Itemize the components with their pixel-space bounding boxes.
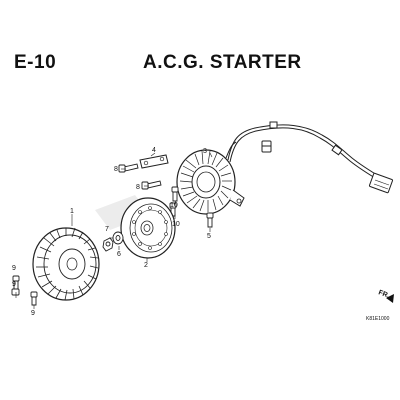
bolt-9-left — [11, 288, 20, 296]
bolt-8-upper — [118, 163, 139, 173]
flywheel-rotor — [120, 197, 176, 259]
bolt-9-upper — [12, 275, 20, 293]
callout-9-upper: 9 — [12, 265, 16, 272]
callout-6: 6 — [117, 251, 121, 258]
callout-7: 7 — [105, 226, 109, 233]
callout-10-upper: 10 — [170, 202, 178, 209]
callout-9-lower: 9 — [31, 310, 35, 317]
direction-arrow-icon — [386, 294, 394, 303]
bolt-5 — [206, 212, 214, 228]
front-direction-indicator: FR. — [377, 289, 394, 303]
callout-9-left: 9 — [12, 281, 16, 288]
washer-7 — [112, 231, 124, 245]
callout-3: 3 — [203, 148, 207, 155]
bolt-8-lower — [141, 180, 162, 190]
callout-8-upper: 8 — [114, 166, 118, 173]
callout-4: 4 — [152, 147, 156, 154]
bolt-10-upper — [171, 186, 179, 202]
bolt-9-lower — [30, 291, 38, 306]
direction-label: FR. — [377, 289, 390, 299]
nut-6 — [102, 237, 114, 252]
wire-harness — [225, 121, 394, 194]
diagram-code: K81E1000 — [366, 316, 390, 322]
callout-labels: 4 8 8 3 10 10 5 1 7 6 2 9 9 9 — [12, 147, 211, 317]
callout-10-lower: 10 — [172, 221, 180, 228]
cooling-fan — [32, 227, 100, 301]
callout-1: 1 — [70, 208, 74, 215]
callout-8-lower: 8 — [136, 184, 140, 191]
callout-5: 5 — [207, 233, 211, 240]
callout-2: 2 — [144, 262, 148, 269]
section-title: A.C.G. STARTER — [143, 52, 302, 73]
pulser-bracket — [139, 154, 169, 169]
stator-part — [176, 149, 245, 215]
section-code: E-10 — [14, 52, 57, 73]
leader-lines — [15, 152, 213, 309]
